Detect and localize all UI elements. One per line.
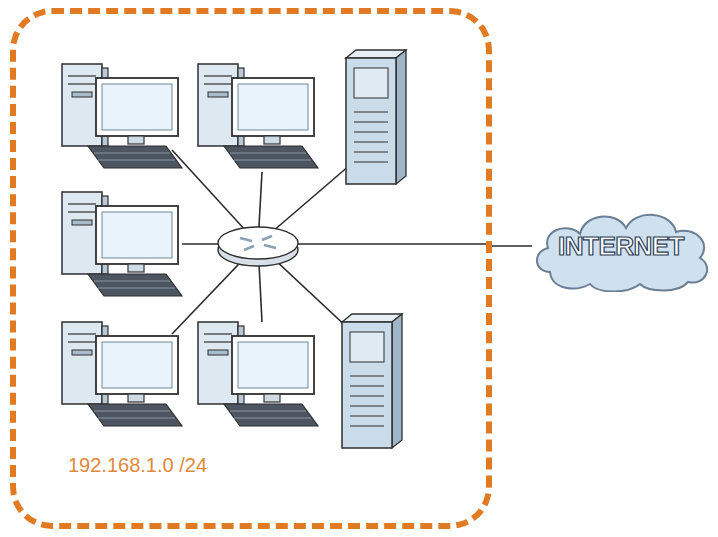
computer-icon bbox=[62, 322, 182, 426]
network-boundary: 192.168.1.0 /24 bbox=[10, 8, 492, 529]
computer-icon bbox=[62, 192, 182, 296]
computer-icon bbox=[198, 64, 318, 168]
computer-icon bbox=[62, 64, 182, 168]
network-link bbox=[492, 246, 532, 247]
server-icon bbox=[346, 50, 406, 184]
internet-cloud: INTERNET bbox=[528, 200, 714, 292]
computer-icon bbox=[198, 322, 318, 426]
router-icon bbox=[218, 227, 298, 266]
server-icon bbox=[342, 314, 402, 448]
network-cables bbox=[172, 150, 488, 334]
cloud-label: INTERNET bbox=[528, 200, 714, 292]
subnet-label: 192.168.1.0 /24 bbox=[68, 454, 207, 477]
